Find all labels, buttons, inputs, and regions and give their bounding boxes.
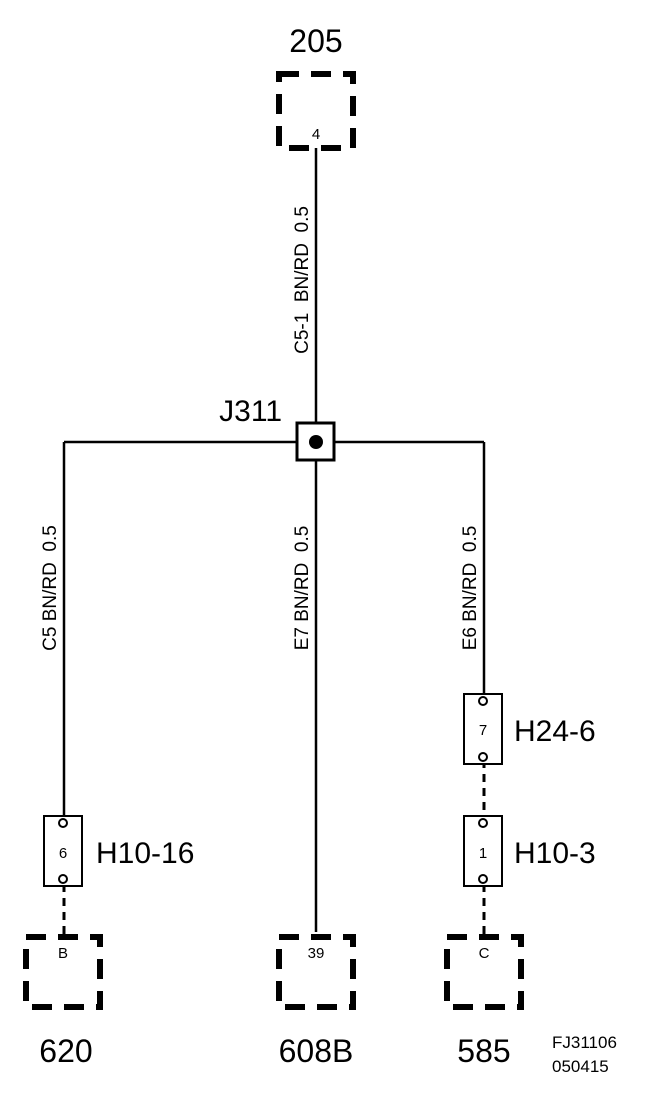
component-585-box <box>444 934 524 1010</box>
component-620-pin-bg <box>53 943 73 961</box>
wire-right-label: E6 BN/RD 0.5 <box>460 526 481 651</box>
connector-h24-6-pin: 7 <box>479 722 487 739</box>
wire-top-label: C5-1 BN/RD 0.5 <box>292 206 313 354</box>
connector-h24-6-bottom-pin-icon <box>478 752 488 762</box>
figure-code-line1: FJ31106 <box>552 1033 617 1052</box>
wire-left-label: C5 BN/RD 0.5 <box>40 525 61 651</box>
connector-h10-16-pin: 6 <box>59 845 67 862</box>
component-608b-label: 608B <box>279 1033 354 1069</box>
component-608b-pin-bg <box>302 943 330 961</box>
splice-j311-dot <box>309 435 323 449</box>
figure-code-line2: 050415 <box>552 1057 609 1076</box>
connector-h10-3-bottom-pin-icon <box>478 874 488 884</box>
connector-h10-3-label: H10-3 <box>514 837 596 870</box>
component-205-label: 205 <box>289 23 342 59</box>
component-608b-pin: 39 <box>308 945 325 962</box>
component-585-pin: C <box>479 945 490 962</box>
component-620-box <box>23 934 103 1010</box>
component-585-label: 585 <box>457 1033 510 1069</box>
connector-h24-6-top-pin-icon <box>478 696 488 706</box>
component-205-pin: 4 <box>312 126 320 143</box>
component-608b-box <box>276 934 356 1010</box>
wire-center-label: E7 BN/RD 0.5 <box>292 526 313 651</box>
connector-h10-16-top-pin-icon <box>58 818 68 828</box>
component-585-pin-bg <box>474 943 494 961</box>
connector-h24-6-label: H24-6 <box>514 715 596 748</box>
component-620-label: 620 <box>39 1033 92 1069</box>
component-620-pin: B <box>58 945 68 962</box>
connector-h10-3-top-pin-icon <box>478 818 488 828</box>
connector-h10-3-pin: 1 <box>479 845 487 862</box>
splice-j311-label: J311 <box>219 395 282 428</box>
connector-h10-16-label: H10-16 <box>96 837 194 870</box>
connector-h10-16-bottom-pin-icon <box>58 874 68 884</box>
component-205-box <box>276 71 356 151</box>
component-205-pin-bg <box>306 124 326 142</box>
